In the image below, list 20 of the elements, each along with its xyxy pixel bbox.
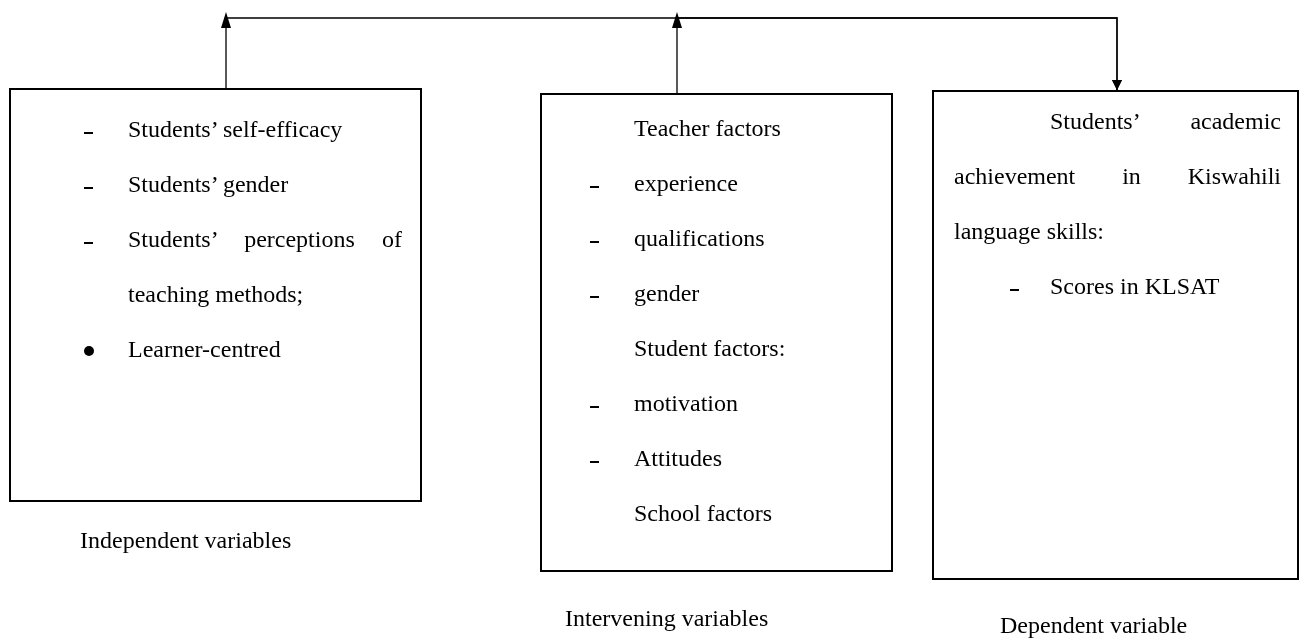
- list-item-text: Students’ self-efficacy: [128, 115, 344, 144]
- list-item-text: School factors: [634, 499, 773, 528]
- list-item-text: qualifications: [634, 224, 766, 253]
- variable-box: [932, 90, 1299, 580]
- list-item-text: Attitudes: [634, 444, 723, 473]
- list-item-text: Scores in KLSAT: [1050, 272, 1221, 301]
- box-caption: Intervening variables: [565, 604, 769, 633]
- list-item-text: motivation: [634, 389, 739, 418]
- variable-box: [540, 93, 893, 572]
- list-item-text: Students’ gender: [128, 170, 290, 199]
- list-item-text: gender: [634, 279, 701, 308]
- variable-box: [9, 88, 422, 502]
- box-caption: Independent variables: [80, 526, 292, 555]
- list-item-text: Students’ perceptions of teaching methods;: [128, 225, 402, 309]
- box-caption: Dependent variable: [1000, 611, 1188, 640]
- list-item-text: Teacher factors: [634, 114, 782, 143]
- list-item-text: Student factors:: [634, 334, 787, 363]
- list-item-text: Students’ academic achievement in Kiswahili language skills:: [954, 107, 1281, 246]
- list-item-text: experience: [634, 169, 739, 198]
- list-item-text: Learner-centred: [128, 335, 282, 364]
